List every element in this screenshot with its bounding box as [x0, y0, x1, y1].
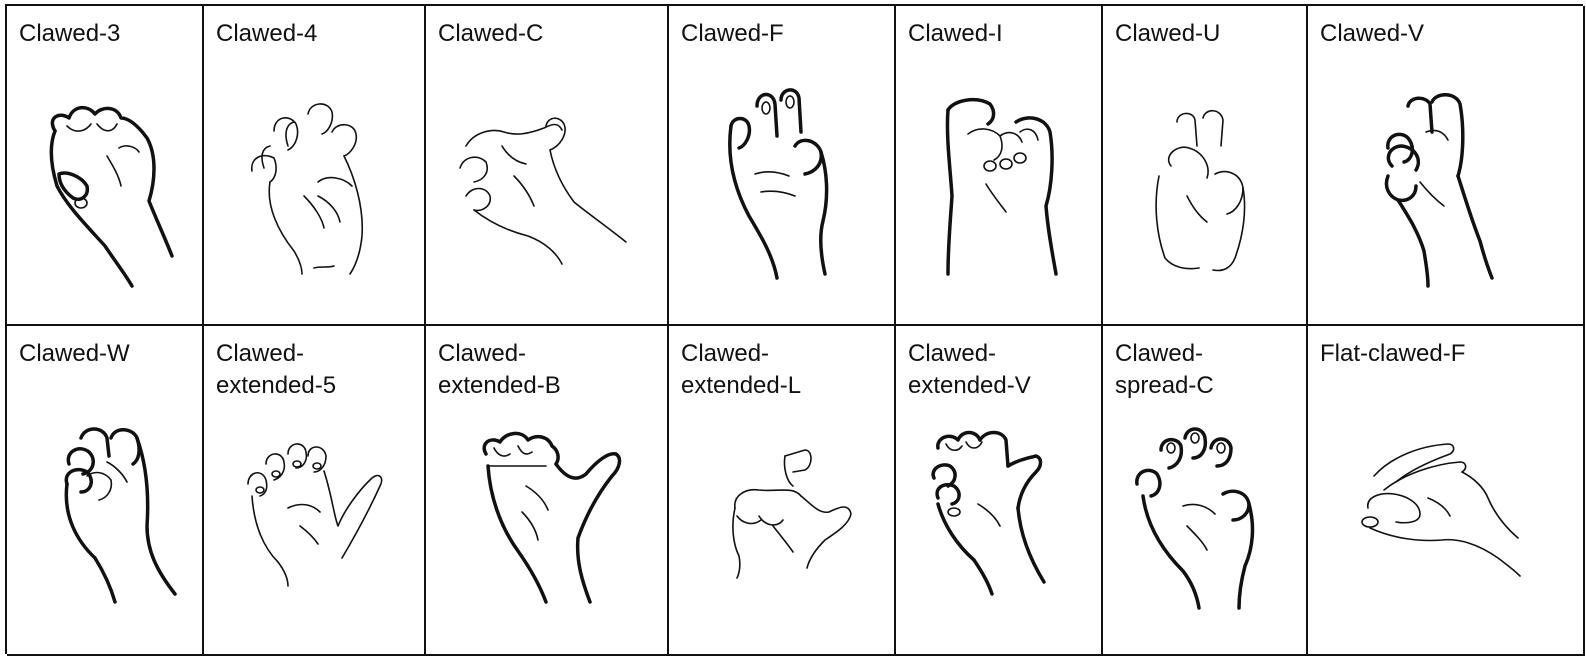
- cell-clawed-c: Clawed-C: [426, 6, 669, 326]
- cell-label: Clawed-W: [19, 340, 130, 367]
- cell-clawed-f: Clawed-F: [669, 6, 896, 326]
- cell-label: Clawed-I: [908, 20, 1003, 47]
- cell-label: Clawed-C: [438, 20, 544, 47]
- cell-label: Clawed- extended-L: [681, 340, 802, 399]
- clawed-f-handshape-icon: [728, 88, 829, 280]
- clawed-i-handshape-icon: [945, 97, 1058, 276]
- cell-label: Clawed-V: [1320, 20, 1425, 47]
- cell-clawed-extended-5: Clawed- extended-5: [204, 326, 426, 656]
- cell-clawed-3: Clawed-3: [7, 6, 204, 326]
- cell-clawed-spread-c: Clawed- spread-C: [1103, 326, 1308, 656]
- cell-label: Clawed- extended-V: [908, 340, 1031, 399]
- cell-label: Clawed-4: [216, 20, 318, 47]
- clawed-extended-v-handshape-icon: [931, 430, 1046, 596]
- cell-label: Clawed-F: [681, 20, 784, 47]
- cell-clawed-extended-v: Clawed- extended-V: [896, 326, 1103, 656]
- cell-clawed-4: Clawed-4: [204, 6, 426, 326]
- clawed-extended-b-handshape-icon: [482, 431, 622, 604]
- cell-flat-clawed-f: Flat-clawed-F: [1308, 326, 1585, 656]
- cell-label: Clawed-U: [1115, 20, 1221, 47]
- cell-clawed-i: Clawed-I: [896, 6, 1103, 326]
- cell-clawed-v: Clawed-V: [1308, 6, 1585, 326]
- handshape-grid: Clawed-3 Clawed-4 Clawed-C: [5, 4, 1585, 656]
- clawed-v-handshape-icon: [1384, 93, 1494, 288]
- clawed-u-handshape-icon: [1155, 109, 1246, 272]
- clawed-extended-5-handshape-icon: [247, 443, 383, 587]
- clawed-extended-l-handshape-icon: [732, 449, 852, 579]
- cell-label: Clawed- extended-5: [216, 340, 337, 399]
- cell-clawed-extended-b: Clawed- extended-B: [426, 326, 669, 656]
- cell-clawed-extended-l: Clawed- extended-L: [669, 326, 896, 656]
- cell-clawed-w: Clawed-W: [7, 326, 204, 656]
- cell-label: Clawed- extended-B: [438, 340, 561, 399]
- clawed-spread-c-handshape-icon: [1135, 427, 1255, 610]
- flat-clawed-f-handshape-icon: [1361, 443, 1521, 577]
- clawed-w-handshape-icon: [64, 427, 177, 604]
- cell-label: Clawed- spread-C: [1115, 340, 1214, 399]
- clawed-4-handshape-icon: [251, 103, 364, 275]
- clawed-c-handshape-icon: [459, 117, 627, 265]
- clawed-3-handshape-icon: [49, 105, 174, 288]
- cell-label: Flat-clawed-F: [1320, 340, 1466, 367]
- cell-label: Clawed-3: [19, 20, 121, 47]
- cell-clawed-u: Clawed-U: [1103, 6, 1308, 326]
